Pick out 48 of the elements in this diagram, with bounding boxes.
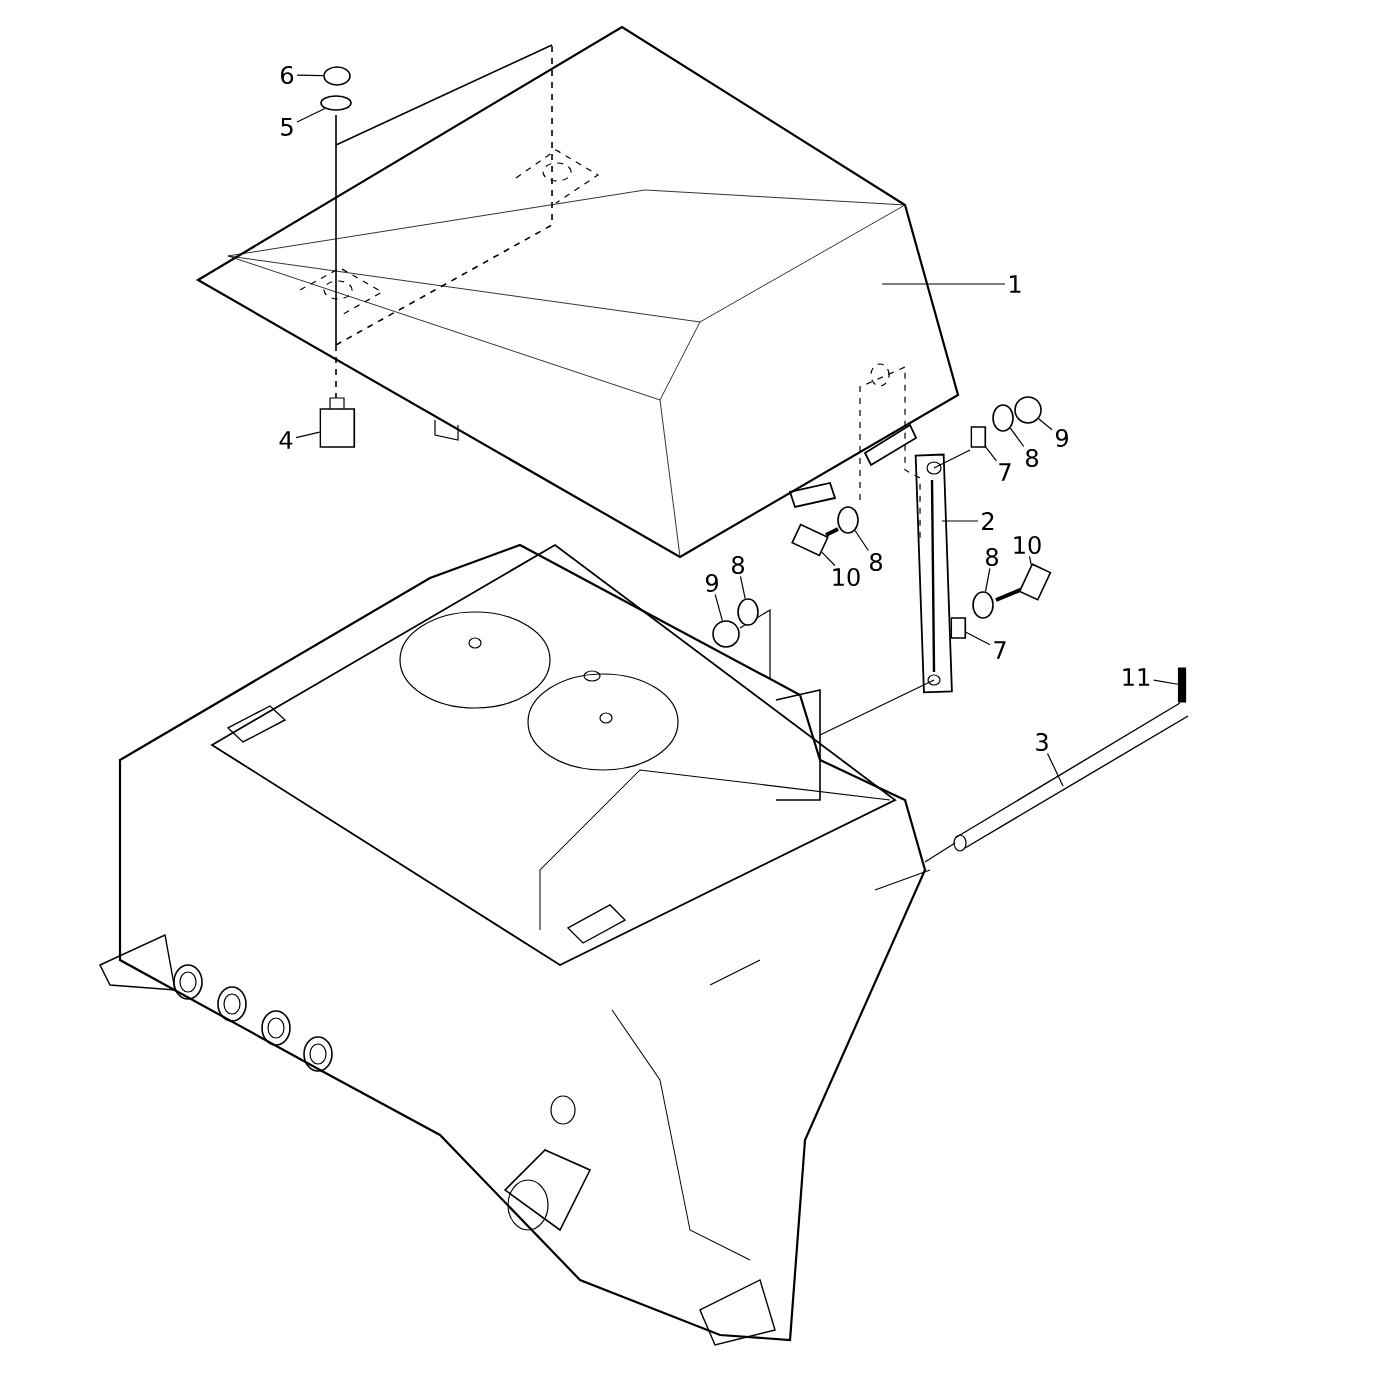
callout-number: 11 bbox=[1123, 668, 1150, 686]
callout-number: 10 bbox=[833, 567, 860, 587]
callout-number: 9 bbox=[1055, 428, 1068, 448]
leader-line bbox=[1046, 752, 1064, 787]
leader-line bbox=[881, 283, 1006, 285]
leader-line bbox=[1028, 555, 1032, 566]
washer-drawing bbox=[972, 591, 994, 619]
leader-line bbox=[984, 567, 991, 593]
washer-drawing bbox=[1014, 396, 1042, 424]
leader-line bbox=[965, 631, 991, 646]
washer-drawing bbox=[837, 506, 859, 534]
callout-number: 6 bbox=[281, 65, 294, 85]
leader-line bbox=[821, 551, 836, 567]
washer-drawing bbox=[737, 598, 759, 626]
callout-number: 8 bbox=[1026, 448, 1038, 468]
leader-line bbox=[295, 431, 321, 439]
callout-number: 1 bbox=[1010, 275, 1021, 293]
washer-drawing bbox=[992, 404, 1014, 432]
spacer-drawing bbox=[970, 426, 987, 448]
pin-drawing bbox=[1177, 667, 1187, 703]
callout-number: 8 bbox=[986, 547, 998, 567]
leader-line bbox=[985, 446, 997, 462]
leader-line bbox=[739, 575, 746, 600]
leader-line bbox=[296, 74, 324, 77]
callout-number: 9 bbox=[705, 573, 718, 593]
bolt-drawing bbox=[791, 523, 829, 557]
callout-number: 8 bbox=[870, 552, 882, 572]
bolt-drawing bbox=[1018, 563, 1052, 601]
leader-line bbox=[714, 593, 723, 622]
washer-drawing bbox=[323, 66, 351, 86]
spacer-drawing bbox=[950, 617, 967, 639]
callout-number: 5 bbox=[281, 118, 293, 136]
washer-drawing bbox=[712, 620, 740, 648]
callout-number: 3 bbox=[1036, 732, 1048, 752]
callout-number: 8 bbox=[732, 555, 744, 575]
callout-number: 10 bbox=[1014, 535, 1041, 555]
spacer-drawing bbox=[319, 408, 356, 448]
leader-line bbox=[296, 107, 326, 123]
callout-number: 7 bbox=[994, 641, 1006, 659]
leader-line bbox=[1038, 418, 1053, 431]
leader-line bbox=[1009, 427, 1025, 448]
callout-number: 4 bbox=[279, 431, 293, 449]
leader-line bbox=[854, 529, 869, 552]
callout-number: 7 bbox=[999, 463, 1011, 481]
callout-number: 2 bbox=[982, 512, 994, 530]
leader-line bbox=[941, 520, 979, 522]
leader-line bbox=[1153, 679, 1179, 685]
washer-drawing bbox=[320, 95, 352, 111]
